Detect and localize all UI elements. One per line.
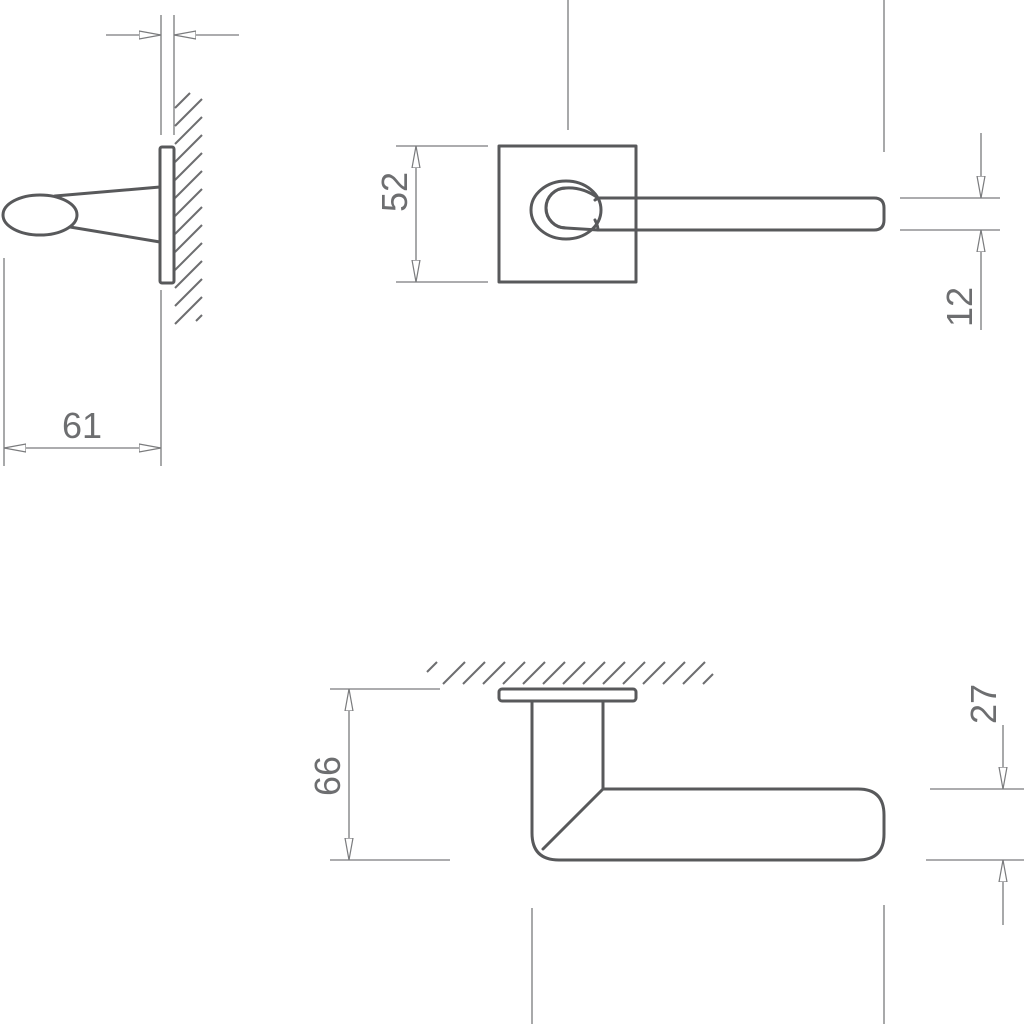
side-view-lever-neck — [53, 185, 162, 244]
front-view-lever — [544, 186, 568, 230]
projection-dimension-label: 61 — [62, 405, 102, 446]
top-view-lever — [530, 699, 886, 862]
side-view-lever-end — [1, 193, 79, 237]
top-view-wall-hatch — [426, 661, 714, 685]
lever-height-dimension-label: 66 — [307, 756, 348, 796]
lever-width-dimension-label: 27 — [963, 684, 1004, 724]
front-view-lever-hub-joint — [593, 196, 600, 232]
side-view: 61 — [1, 15, 239, 466]
projection-dimension: 61 — [3, 258, 162, 466]
lever-thickness-dimension-label: 12 — [939, 287, 980, 327]
lever-height-dimension: 66 — [307, 688, 450, 861]
top-view: 66 27 — [307, 661, 1024, 1024]
side-view-top-dimension — [106, 15, 239, 135]
top-view-lever-bevel — [541, 787, 605, 851]
lever-width-dimension: 27 — [926, 684, 1024, 925]
top-view-rose — [497, 687, 638, 703]
lever-thickness-dimension: 12 — [900, 133, 1000, 330]
rose-size-dimension: 52 — [374, 145, 488, 283]
side-view-rose — [158, 145, 176, 285]
side-view-wall-hatch — [174, 92, 203, 325]
front-view: 52 12 — [374, 0, 1000, 330]
front-view-rose — [497, 144, 638, 284]
front-view-lever-hub — [529, 179, 603, 241]
rose-size-dimension-label: 52 — [374, 172, 415, 212]
